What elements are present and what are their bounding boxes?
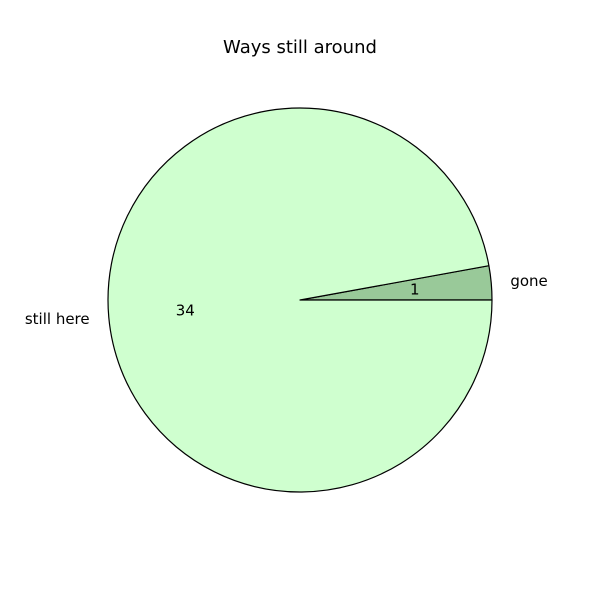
pie-slice-still-here — [107, 107, 493, 493]
chart-title: Ways still around — [223, 37, 377, 58]
slice-value-label: 34 — [176, 301, 195, 319]
slice-category-label: still here — [25, 310, 90, 328]
pie-slices — [107, 107, 493, 493]
slice-category-label: gone — [510, 272, 547, 290]
slice-value-label: 1 — [410, 281, 420, 299]
pie-labels: 1 gone 34 still here — [25, 272, 548, 328]
